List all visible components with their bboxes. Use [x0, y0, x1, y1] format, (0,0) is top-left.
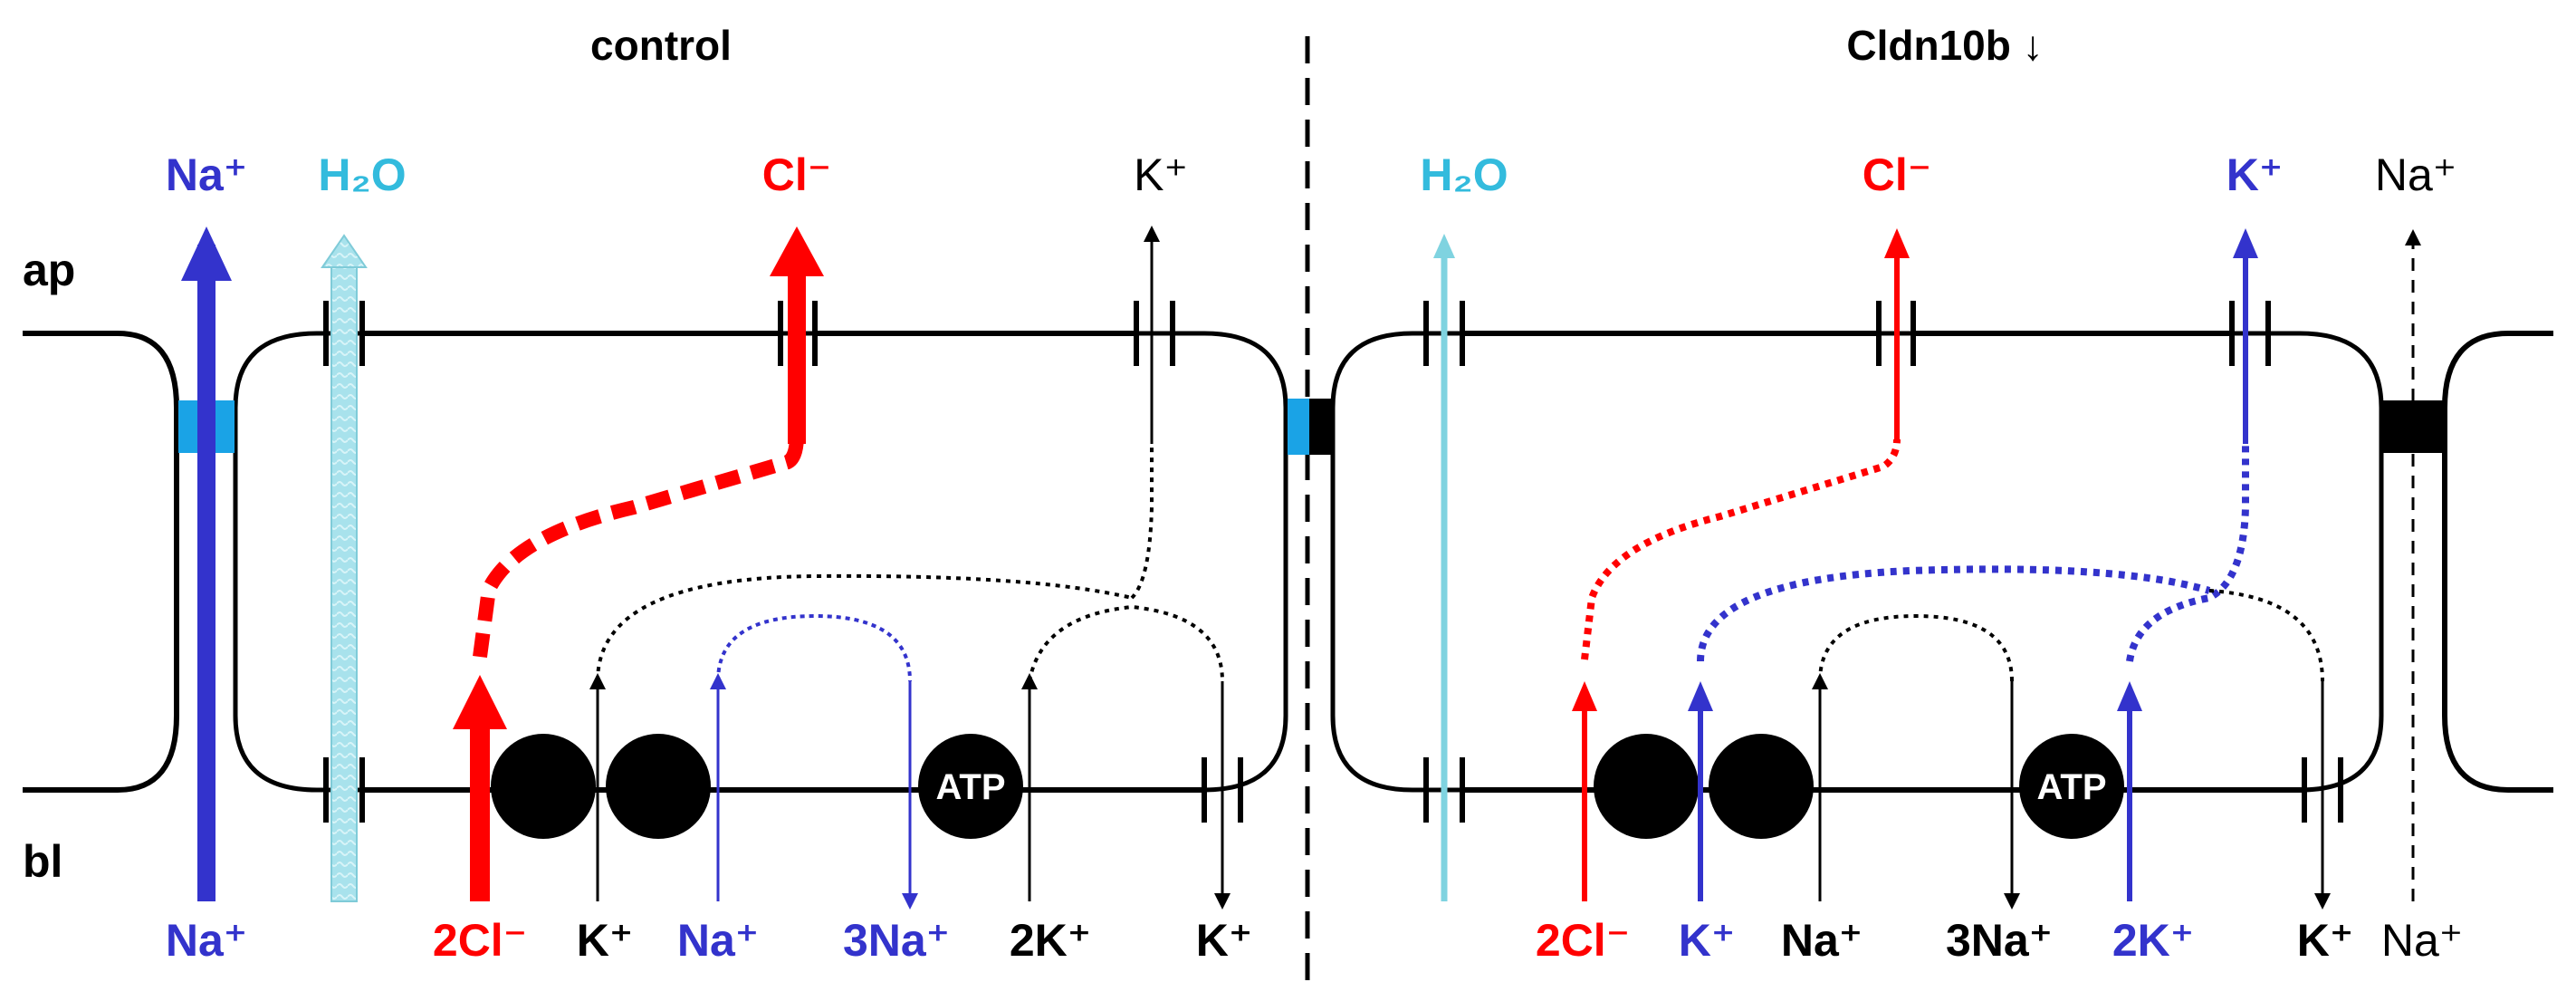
cldn10b-k2-arrowhead — [2117, 681, 2142, 711]
cldn10b-apical-cl-label: Cl⁻ — [1863, 149, 1931, 200]
cldn10b-k2-dotted-arc — [2126, 444, 2249, 662]
cldn10b-apical-na-label: Na⁺ — [2375, 149, 2456, 200]
basolateral-label: bl — [23, 836, 62, 887]
cldn10b-cl-apical-arrowhead — [1884, 228, 1910, 258]
control-apical-channels — [323, 301, 1175, 366]
control-panel: control — [23, 22, 1333, 966]
control-apical-cl-label: Cl⁻ — [762, 149, 831, 200]
control-na-recycle-arc — [716, 613, 912, 682]
cldn10b-k-recycle-arc — [1697, 565, 2211, 662]
cldn10b-cl-basolateral-arrowhead — [1572, 681, 1597, 711]
control-water-arrow — [330, 262, 358, 902]
left-neighbor-cell — [23, 331, 179, 793]
control-k-apical-dotted — [1130, 444, 1154, 600]
control-k-pump-arc — [1028, 604, 1224, 682]
control-bl-na-label: Na⁺ — [166, 915, 247, 966]
cldn10b-apical-h2o-label: H₂O — [1420, 149, 1508, 200]
control-basolateral-membrane — [323, 757, 1243, 823]
apical-label: ap — [23, 245, 75, 295]
control-cl-dashed-path — [473, 434, 804, 659]
cldn10b-bl-na-label: Na⁺ — [2381, 915, 2463, 966]
cldn10b-bl-k-channel-label: K⁺ — [2297, 915, 2354, 966]
control-k-recycle-arc — [596, 573, 1133, 682]
cldn10b-bl-cl2-label: 2Cl⁻ — [1536, 915, 1630, 966]
cldn10b-atp-label: ATP — [2036, 767, 2106, 807]
cldn10b-k-apical-arrowhead — [2233, 228, 2258, 258]
control-cell-outline — [233, 331, 1288, 793]
cldn10b-apical-channels — [1423, 301, 2271, 366]
control-bl-k2-label: 2K⁺ — [1010, 915, 1091, 966]
control-cl-basolateral-arrowhead — [453, 675, 507, 729]
cldn10b-nkcc-transporter-1 — [1594, 734, 1699, 839]
control-apical-k-label: K⁺ — [1134, 149, 1188, 200]
cldn10b-nkcc-transporter-2 — [1709, 734, 1814, 839]
right-junction-block — [1309, 399, 1333, 455]
control-apical-h2o-label: H₂O — [318, 149, 406, 200]
right-neighbor-cell — [2442, 331, 2553, 793]
control-bl-na-exchanger-label: Na⁺ — [677, 915, 759, 966]
control-title: control — [590, 22, 732, 69]
control-nkcc-transporter-2 — [606, 734, 711, 839]
cldn10b-paracellular-block — [2383, 400, 2443, 453]
control-bl-na3-label: 3Na⁺ — [843, 915, 950, 966]
control-nkcc-transporter-1 — [491, 734, 596, 839]
control-water-arrowhead — [321, 234, 368, 268]
cldn10b-bl-k2-label: 2K⁺ — [2112, 915, 2194, 966]
control-na-arrowhead — [181, 226, 232, 281]
cldn10b-panel: Cldn10b ↓ — [1330, 22, 2553, 966]
cldn10b-k-nkcc-arrowhead — [1688, 681, 1713, 711]
cldn10b-atp-pump — [2019, 734, 2124, 839]
right-junction-claudin — [1288, 399, 1309, 455]
cldn10b-title: Cldn10b ↓ — [1846, 22, 2043, 69]
cldn10b-bl-na3-label: 3Na⁺ — [1946, 915, 2053, 966]
control-cl-apical-arrowhead — [770, 226, 824, 276]
cldn10b-cell-outline — [1330, 331, 2384, 793]
cldn10b-basolateral-membrane — [1423, 757, 2343, 823]
control-apical-na-label: Na⁺ — [166, 149, 247, 200]
control-bl-cl2-label: 2Cl⁻ — [433, 915, 527, 966]
control-atp-label: ATP — [935, 767, 1005, 807]
cldn10b-na-recycle-arc — [1818, 613, 2014, 682]
cldn10b-water-arrowhead — [1433, 234, 1455, 258]
cldn10b-cl-dotted-path — [1581, 438, 1901, 660]
cldn10b-k-pump-arc — [2208, 589, 2324, 682]
control-bl-k-nkcc-label: K⁺ — [577, 915, 634, 966]
cldn10b-apical-k-label: K⁺ — [2226, 149, 2284, 200]
cldn10b-bl-na-exchanger-label: Na⁺ — [1781, 915, 1863, 966]
control-atp-pump — [918, 734, 1023, 839]
control-bl-k-channel-label: K⁺ — [1196, 915, 1253, 966]
cldn10b-bl-k-nkcc-label: K⁺ — [1679, 915, 1736, 966]
